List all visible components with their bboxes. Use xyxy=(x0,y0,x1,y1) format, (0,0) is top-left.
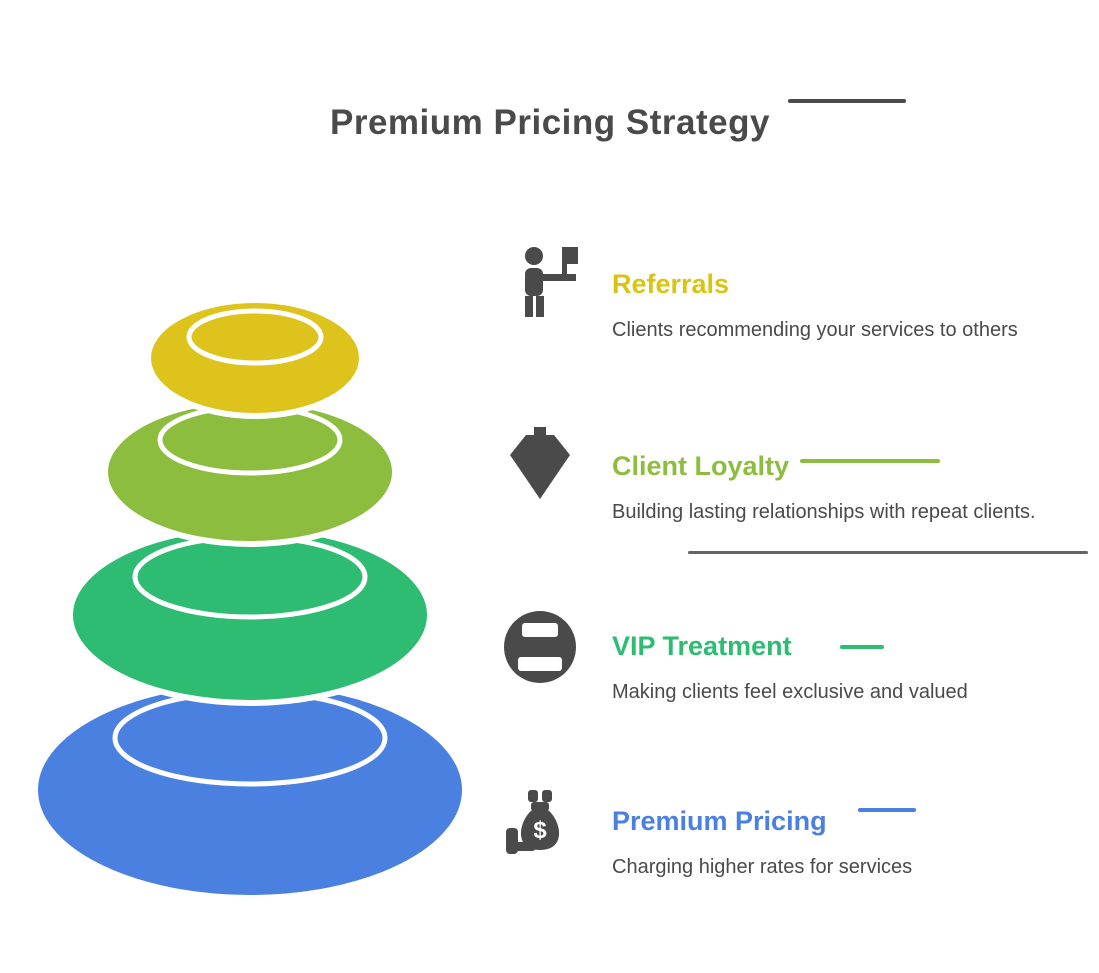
level-entry-referrals: Referrals Clients recommending your serv… xyxy=(498,243,1098,344)
stone-premium-pricing xyxy=(32,679,468,901)
stone-vip-treatment xyxy=(67,524,433,706)
level-description-client-loyalty: Building lasting relationships with repe… xyxy=(612,501,1036,523)
person-referral-icon xyxy=(525,247,578,317)
entry-text: Premium Pricing Charging higher rates fo… xyxy=(612,780,912,881)
level-description-referrals: Clients recommending your services to ot… xyxy=(612,319,1018,341)
vip-accent-line xyxy=(840,645,884,649)
level-label-vip-treatment: VIP Treatment xyxy=(612,631,792,661)
loyalty-desc-trailing-line xyxy=(688,551,1088,554)
level-entry-vip-treatment: VIP Treatment Making clients feel exclus… xyxy=(498,605,1098,706)
level-entry-client-loyalty: Client Loyalty Building lasting relation… xyxy=(498,425,1098,526)
title-accent-line xyxy=(788,99,906,103)
stone-referrals xyxy=(145,297,365,419)
entry-text: Client Loyalty Building lasting relation… xyxy=(612,425,1036,526)
level-description-premium-pricing: Charging higher rates for services xyxy=(612,856,913,878)
dollar-glyph: $ xyxy=(533,817,547,844)
loyalty-accent-line xyxy=(800,459,940,463)
stone-client-loyalty xyxy=(102,397,398,547)
level-label-premium-pricing: Premium Pricing xyxy=(612,806,827,836)
stone-stack xyxy=(32,297,468,901)
page-title: Premium Pricing Strategy xyxy=(330,103,770,143)
level-description-vip-treatment: Making clients feel exclusive and valued xyxy=(612,681,968,703)
level-label-client-loyalty: Client Loyalty xyxy=(612,451,790,481)
vip-coin-icon xyxy=(504,611,576,683)
premium-accent-line xyxy=(858,808,916,812)
stone-rim xyxy=(186,308,324,366)
entry-text: Referrals Clients recommending your serv… xyxy=(612,243,1018,344)
level-label-referrals: Referrals xyxy=(612,269,730,299)
entry-text: VIP Treatment Making clients feel exclus… xyxy=(612,605,968,706)
money-bag-icon: $ xyxy=(506,790,560,854)
loyalty-gem-icon xyxy=(510,427,570,499)
level-entry-premium-pricing: $ Premium Pricing Charging higher rates … xyxy=(498,780,1098,881)
